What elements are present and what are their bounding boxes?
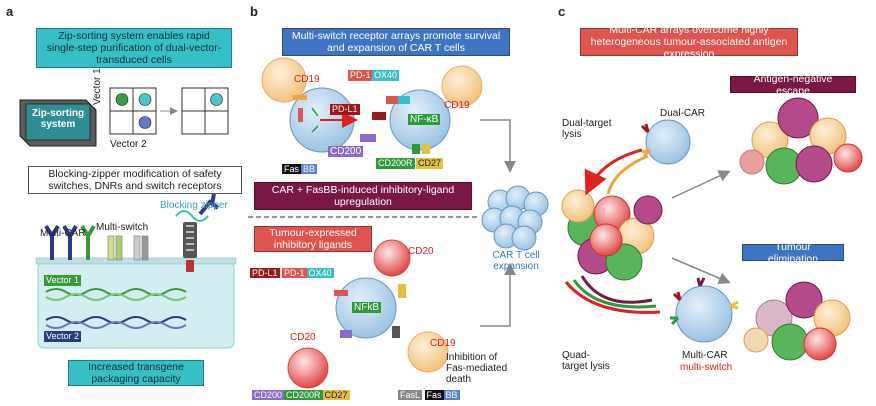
antigen-escape-banner: Antigen-negative escape — [730, 73, 856, 97]
ox40-tag: OX40 — [372, 70, 400, 81]
cd20-top-label: CD20 — [408, 246, 434, 257]
outcome-arrows — [671, 170, 731, 284]
expansion-arrows — [480, 119, 516, 327]
tumour-escape-mass — [739, 97, 863, 185]
cd20-left-label: CD20 — [290, 332, 316, 343]
t-cell-bottom — [287, 239, 449, 389]
cd19-left-label: CD19 — [294, 74, 320, 85]
pdl1-tag: PD-L1 — [330, 104, 360, 115]
cd19-right-label: CD19 — [444, 100, 470, 111]
nfkb-top-tag: NF-κB — [408, 114, 441, 125]
multi-switch-c-label: multi-switch — [680, 362, 733, 373]
vector1-tag: Vector 1 — [44, 275, 82, 286]
panel-b-title-banner: Multi-switch receptor arrays promote sur… — [282, 28, 510, 56]
receptors-panel-a — [44, 193, 220, 272]
cd200-tag: CD200 — [328, 146, 364, 157]
pd1-tag-2: PD-1 — [282, 268, 307, 278]
zip-sorting-label: Zip-sorting system — [31, 108, 85, 130]
fas-tag: Fas — [282, 164, 302, 174]
vector2-axis-label: Vector 2 — [110, 139, 147, 150]
multi-car-cell — [670, 277, 739, 343]
bb-tag: BB — [301, 164, 318, 174]
inhibition-label: Inhibition of Fas-mediated death — [446, 352, 508, 385]
panel-label-a: a — [6, 4, 14, 19]
cd27-tag: CD27 — [416, 158, 444, 169]
dna-strands — [45, 288, 187, 329]
multi-car-c-label: Multi-CAR — [682, 350, 728, 361]
quad-target-label: Quad-target lysis — [562, 350, 610, 372]
lysis-arrows — [564, 148, 661, 314]
tumour-mass-center — [561, 189, 663, 281]
vector2-tag: Vector 2 — [44, 331, 82, 342]
cd27-tag-2: CD27 — [322, 390, 350, 400]
packaging-capacity-banner: Increased transgene packaging capacity — [68, 360, 204, 386]
car-fasbb-banner: CAR + FasBB-induced inhibitory-ligand up… — [254, 182, 472, 210]
panel-label-c: c — [558, 4, 566, 19]
dual-car-label: Dual-CAR — [660, 108, 706, 119]
blocking-zipper-label: Blocking zipper — [160, 200, 228, 211]
panel-c-title-banner: Multi-CAR arrays overcome highly heterog… — [580, 24, 798, 60]
cd200-tag-2: CD200 — [252, 390, 285, 400]
pd1-tag: PD-1 — [348, 70, 373, 81]
pdl1-tag-2: PD-L1 — [250, 268, 280, 278]
fasl-tag: FasL — [398, 390, 423, 400]
panel-label-b: b — [250, 4, 258, 19]
cd200r-tag-2: CD200R — [284, 390, 323, 400]
sorting-grid — [109, 87, 229, 135]
tumour-elimination-banner: Tumour elimination — [742, 241, 844, 265]
panel-a-title-banner: Zip-sorting system enables rapid single-… — [36, 28, 232, 68]
car-t-expansion-label: CAR T cell expansion — [492, 250, 540, 272]
bb-tag-2: BB — [443, 390, 460, 400]
tumour-ligands-banner: Tumour-expressed inhibitory ligands — [254, 226, 372, 252]
fas-tag-2: Fas — [424, 390, 444, 400]
ox40-tag-2: OX40 — [306, 268, 334, 278]
nfkb-bottom-tag: NFkB — [352, 302, 381, 313]
cd200r-tag: CD200R — [376, 158, 415, 169]
blocking-zipper-banner: Blocking-zipper modification of safety s… — [28, 166, 242, 194]
car-t-expansion-cluster — [481, 185, 549, 251]
dual-car-cell — [640, 119, 691, 165]
cd19-bottom-label: CD19 — [430, 338, 456, 349]
multi-switch-label: Multi-switch — [96, 222, 149, 233]
dual-target-label: Dual-target lysis — [562, 118, 612, 140]
vector1-axis-label: Vector 1 — [92, 68, 103, 105]
multi-car-label: Multi-CAR — [40, 228, 86, 239]
tumour-eliminated-mass — [743, 281, 851, 361]
zip-sorting-device — [19, 99, 97, 147]
